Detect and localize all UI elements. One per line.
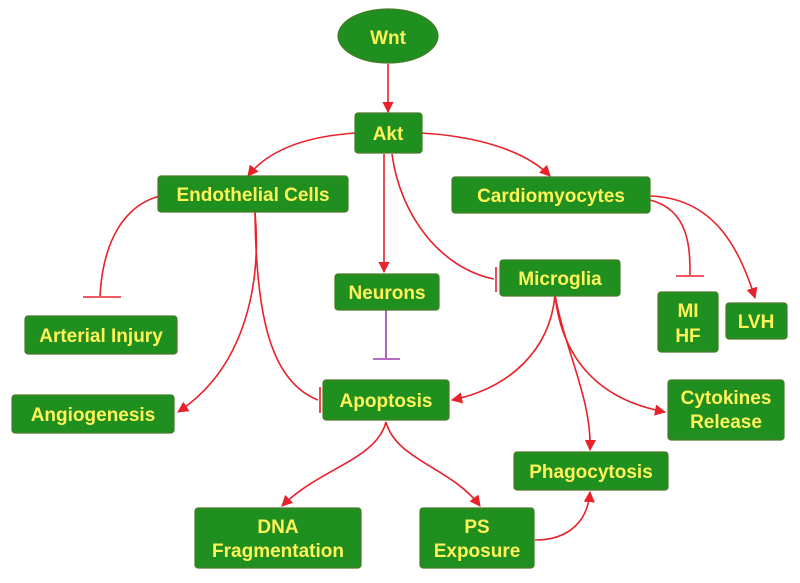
edge-cardio-lvh <box>649 195 758 300</box>
node-phagocytosis-label: Phagocytosis <box>529 462 653 483</box>
node-akt-label: Akt <box>373 124 404 145</box>
node-fragmentation-label: Fragmentation <box>212 541 344 562</box>
node-cytokines-release: Cytokines Release <box>667 379 785 441</box>
edge-microglia-cytokines <box>554 294 667 416</box>
node-akt: Akt <box>354 112 423 154</box>
node-lvh-label: LVH <box>738 312 775 333</box>
node-lvh: LVH <box>725 302 788 340</box>
edge-microglia-apoptosis <box>450 294 556 404</box>
node-neurons-label: Neurons <box>348 283 425 304</box>
edge-apoptosis-ps <box>385 421 481 507</box>
edge-akt-microglia <box>391 153 495 280</box>
node-endothelial-label: Endothelial Cells <box>176 185 329 206</box>
node-mi-hf: MI HF <box>657 291 719 353</box>
node-exposure-label: Exposure <box>434 541 521 562</box>
edge-ps-phagocytosis <box>534 490 595 541</box>
node-microglia: Microglia <box>499 259 621 297</box>
edge-cardio-mihf <box>649 199 691 276</box>
edge-apoptosis-dna <box>281 421 387 507</box>
node-arterial-injury: Arterial Injury <box>24 315 178 355</box>
edge-akt-cardiomyocytes <box>420 132 551 177</box>
node-apoptosis-label: Apoptosis <box>340 391 433 412</box>
edges <box>83 64 758 541</box>
node-arterial-label: Arterial Injury <box>39 326 163 347</box>
node-endothelial-cells: Endothelial Cells <box>157 175 349 213</box>
node-phagocytosis: Phagocytosis <box>513 451 669 491</box>
node-angiogenesis-label: Angiogenesis <box>31 405 156 426</box>
node-cardiomyocytes: Cardiomyocytes <box>451 176 651 214</box>
node-microglia-label: Microglia <box>518 269 602 290</box>
edge-endothelial-apoptosis <box>254 211 319 401</box>
edge-microglia-phagocytosis <box>554 294 596 452</box>
edge-endothelial-arterial <box>99 195 161 297</box>
node-ps-label: PS <box>464 517 489 538</box>
edge-endothelial-angiogenesis <box>177 211 258 413</box>
node-angiogenesis: Angiogenesis <box>11 394 175 434</box>
node-wnt-label: Wnt <box>370 28 407 49</box>
edge-akt-endothelial <box>247 132 357 177</box>
node-cytokines-label: Cytokines <box>681 388 772 409</box>
node-hf-label: HF <box>675 326 700 347</box>
node-release-label: Release <box>690 412 762 433</box>
node-mi-label: MI <box>677 301 698 322</box>
node-wnt: Wnt <box>337 8 439 64</box>
node-dna-fragmentation: DNA Fragmentation <box>194 507 362 569</box>
node-cardiomyocytes-label: Cardiomyocytes <box>477 186 625 207</box>
node-ps-exposure: PS Exposure <box>419 507 535 569</box>
node-dna-label: DNA <box>257 517 298 538</box>
node-apoptosis: Apoptosis <box>322 379 450 421</box>
node-neurons: Neurons <box>334 273 440 311</box>
